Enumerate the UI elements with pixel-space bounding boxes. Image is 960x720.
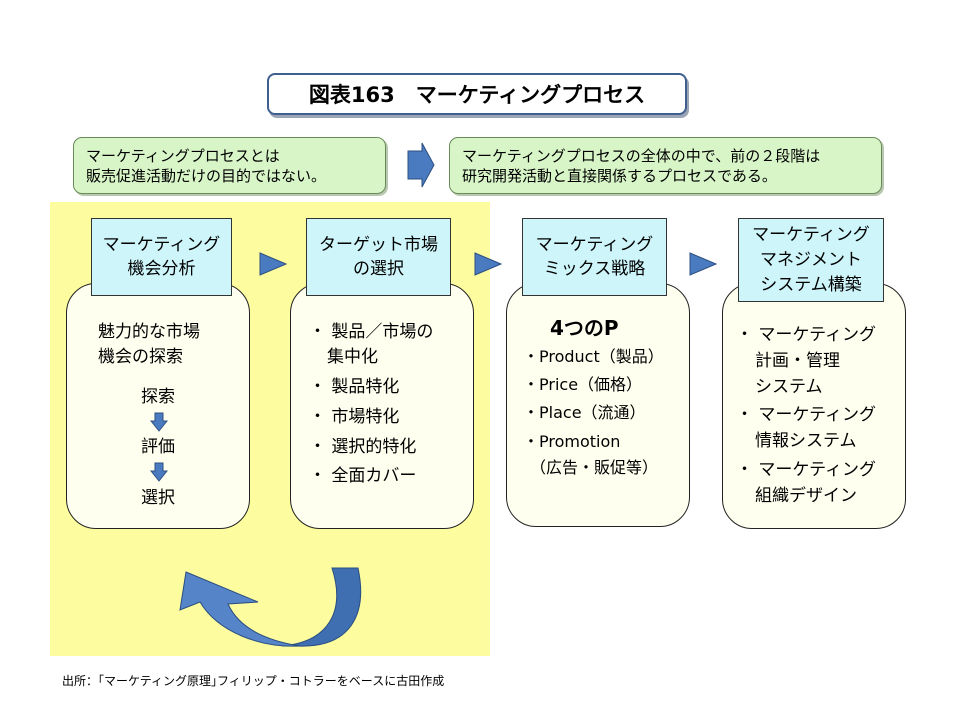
step4-body-line: ・ マーケティング xyxy=(736,460,877,480)
step3-header: マーケティング ミックス戦略 xyxy=(522,218,667,296)
step1-body-line: 魅力的な市場 xyxy=(98,322,200,342)
return-curve-arrow-icon xyxy=(179,567,362,647)
step3-box xyxy=(506,283,690,527)
four-p-promotion-detail: （広告・販促等） xyxy=(530,458,659,477)
four-p-title: 4つのP xyxy=(550,316,619,340)
step2-body-line: ・ 製品特化 xyxy=(309,377,400,397)
step3-header-line: マーケティング xyxy=(535,235,654,255)
step4-body-line: ・ マーケティング xyxy=(736,325,877,345)
down-arrow-icon xyxy=(150,412,168,432)
step-arrow-icon xyxy=(474,252,502,276)
down-arrow-icon xyxy=(150,462,168,482)
step1-body-line: 機会の探索 xyxy=(98,347,183,367)
source-note: 出所：｢マーケティング原理｣フィリップ・コトラーをベースに古田作成 xyxy=(62,674,445,688)
step4-header-line: マーケティング xyxy=(752,224,870,245)
four-p-price: ・Price（価格） xyxy=(523,375,643,394)
step4-body-line: 情報システム xyxy=(755,431,857,451)
flow-step-evaluate: 評価 xyxy=(141,437,175,457)
step2-body-line: 集中化 xyxy=(327,347,378,367)
step4-body-line: 計画・管理 xyxy=(755,351,840,371)
note-left-line: 販売促進活動だけの目的ではない。 xyxy=(86,167,327,185)
step1-box xyxy=(66,283,250,529)
diagram-title: 図表163 マーケティングプロセス xyxy=(267,73,687,115)
step1-header-line: マーケティング xyxy=(102,235,221,255)
step4-box xyxy=(722,283,906,529)
step4-body-line: ・ マーケティング xyxy=(736,405,877,425)
four-p-place: ・Place（流通） xyxy=(523,403,646,422)
step2-body-line: ・ 製品／市場の xyxy=(309,322,434,342)
four-p-promotion: ・Promotion xyxy=(523,432,621,451)
step2-header-line: の選択 xyxy=(353,259,404,279)
flow-step-select: 選択 xyxy=(141,488,175,508)
step3-header-line: ミックス戦略 xyxy=(543,259,646,279)
step4-header-line: システム構築 xyxy=(760,274,862,295)
step4-header: マーケティング マネジメント システム構築 xyxy=(738,218,884,302)
step-arrow-icon xyxy=(259,252,287,276)
note-left: マーケティングプロセスとは 販売促進活動だけの目的ではない。 xyxy=(73,137,386,194)
step4-body-line: システム xyxy=(755,377,823,397)
note-left-line: マーケティングプロセスとは xyxy=(86,147,280,165)
four-p-product: ・Product（製品） xyxy=(523,347,664,366)
note-arrow-icon xyxy=(407,142,435,188)
step-arrow-icon xyxy=(689,252,717,276)
step2-header-line: ターゲット市場 xyxy=(319,235,438,255)
note-right-line: 研究開発活動と直接関係するプロセスである。 xyxy=(462,167,777,185)
step2-box xyxy=(290,283,474,529)
step2-body-line: ・ 市場特化 xyxy=(309,407,400,427)
step4-body-line: 組織デザイン xyxy=(755,486,857,506)
note-right-line: マーケティングプロセスの全体の中で、前の２段階は xyxy=(462,147,821,165)
flow-step-explore: 探索 xyxy=(141,387,175,407)
step2-body-line: ・ 選択的特化 xyxy=(309,437,417,457)
step2-body-line: ・ 全面カバー xyxy=(309,466,417,486)
step1-header: マーケティング 機会分析 xyxy=(91,218,232,296)
step2-header: ターゲット市場 の選択 xyxy=(306,218,451,296)
step1-header-line: 機会分析 xyxy=(127,259,196,279)
note-right: マーケティングプロセスの全体の中で、前の２段階は 研究開発活動と直接関係するプロ… xyxy=(449,137,882,194)
step4-header-line: マネジメント xyxy=(760,249,862,270)
